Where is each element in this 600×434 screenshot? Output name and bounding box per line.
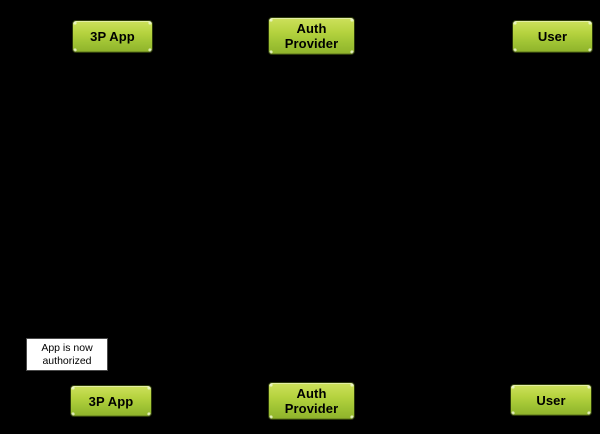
actor-top-user: User <box>512 20 593 53</box>
actor-bottom-user: User <box>510 384 592 416</box>
actor-bottom-3p-app: 3P App <box>70 385 152 417</box>
note-text-line: App is now <box>41 341 93 354</box>
actor-top-auth-provider: Auth Provider <box>268 17 355 55</box>
note-text-line: authorized <box>42 354 92 367</box>
actor-bottom-auth-provider: Auth Provider <box>268 382 355 420</box>
actor-top-3p-app: 3P App <box>72 20 153 53</box>
actor-label: 3P App <box>90 29 135 44</box>
actor-label: User <box>537 29 568 44</box>
actor-label: 3P App <box>88 393 134 409</box>
actor-label: User <box>536 392 566 408</box>
actor-label: Auth Provider <box>284 21 339 51</box>
note-app-authorized: App is now authorized <box>26 338 108 371</box>
actor-label: Auth Provider <box>284 386 339 416</box>
